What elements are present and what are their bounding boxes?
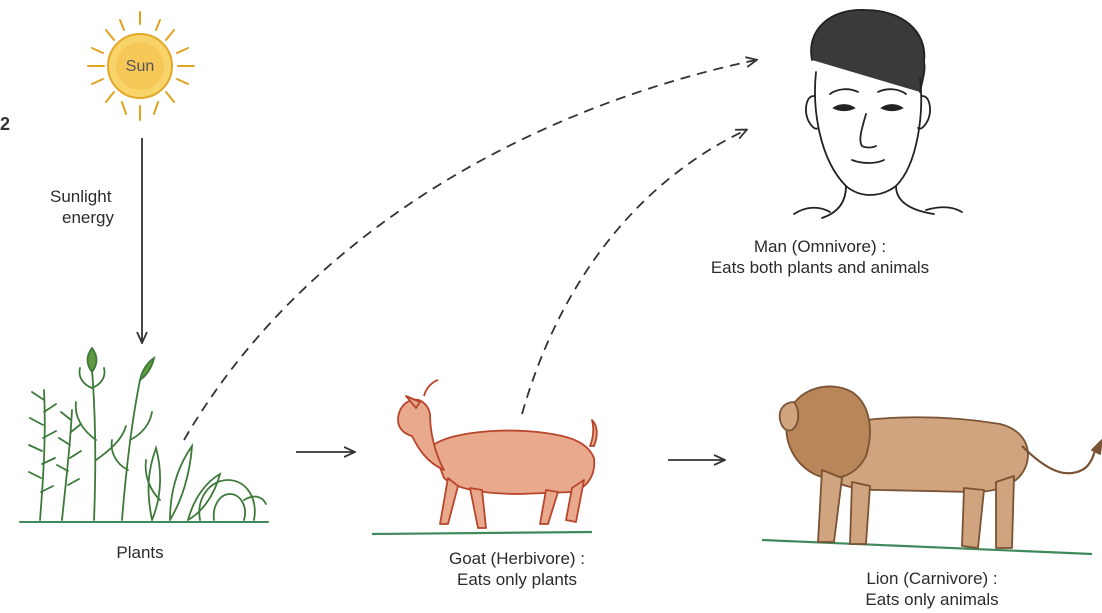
sun-label: Sun	[116, 56, 164, 77]
sunlight-label-line2: energy	[50, 207, 114, 228]
margin-marker: 2	[0, 114, 10, 135]
lion-label: Lion (Carnivore) : Eats only animals	[822, 568, 1042, 610]
goat-label-line2: Eats only plants	[412, 569, 622, 590]
man-illustration	[794, 10, 962, 218]
plants-illustration	[20, 348, 268, 522]
goat-label-line1: Goat (Herbivore) :	[412, 548, 622, 569]
man-label-line2: Eats both plants and animals	[670, 257, 970, 278]
plants-label: Plants	[94, 542, 186, 563]
lion-label-line1: Lion (Carnivore) :	[822, 568, 1042, 589]
goat-label: Goat (Herbivore) : Eats only plants	[412, 548, 622, 590]
man-label-line1: Man (Omnivore) :	[670, 236, 970, 257]
lion-illustration	[762, 386, 1102, 554]
man-label: Man (Omnivore) : Eats both plants and an…	[670, 236, 970, 278]
goat-illustration	[372, 380, 597, 534]
sunlight-label-line1: Sunlight	[50, 186, 114, 207]
lion-label-line2: Eats only animals	[822, 589, 1042, 610]
sunlight-label: Sunlight energy	[50, 186, 114, 228]
